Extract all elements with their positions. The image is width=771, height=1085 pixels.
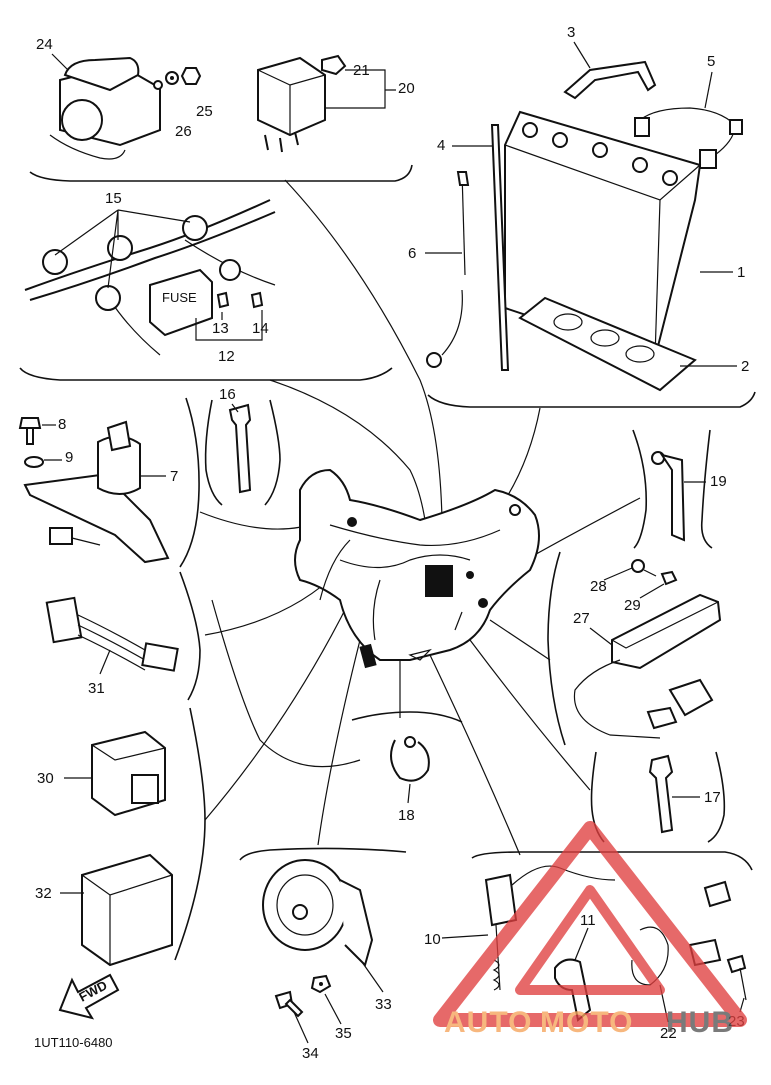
label-24: 24 — [36, 36, 53, 53]
label-7: 7 — [170, 468, 178, 485]
label-17: 17 — [704, 789, 721, 806]
label-32: 32 — [35, 885, 52, 902]
label-2: 2 — [741, 358, 749, 375]
part-cable-tie-16 — [228, 403, 252, 494]
part-ground-cable — [426, 171, 470, 368]
part-relay-32 — [81, 853, 173, 967]
label-33: 33 — [375, 996, 392, 1013]
label-18: 18 — [398, 807, 415, 824]
part-clamp — [390, 736, 430, 782]
forward-arrow: FWD — [58, 973, 120, 1020]
label-6: 6 — [408, 245, 416, 262]
part-washer — [24, 456, 44, 468]
label-3: 3 — [567, 24, 575, 41]
part-breather-pipe — [490, 124, 510, 371]
part-screw-23 — [726, 954, 747, 1001]
drawing-code: 1UT110-6480 — [34, 1035, 113, 1050]
part-fuse-clip — [321, 54, 347, 76]
part-horn-nut — [310, 974, 332, 994]
label-30: 30 — [37, 770, 54, 787]
part-screw-and-nut — [631, 559, 678, 586]
part-battery-band — [563, 60, 657, 100]
label-1: 1 — [737, 264, 745, 281]
label-5: 5 — [707, 53, 715, 70]
label-15: 15 — [105, 190, 122, 207]
part-sub-harness — [45, 596, 179, 672]
watermark-text-middle: MOTO — [540, 1006, 633, 1039]
part-main-switch — [23, 420, 170, 564]
section-brackets — [19, 164, 756, 961]
watermark-text-suffix: HUB — [666, 1006, 734, 1039]
label-31: 31 — [88, 680, 105, 697]
label-28: 28 — [590, 578, 607, 595]
label-25: 25 — [196, 103, 213, 120]
chassis-frame — [294, 468, 540, 669]
part-horn-bolt — [274, 990, 304, 1018]
part-cable-tie-17 — [648, 754, 674, 834]
part-number-labels: 24 25 26 21 20 3 5 4 6 1 2 15 13 14 12 8… — [35, 24, 749, 1062]
label-19: 19 — [710, 473, 727, 490]
label-12: 12 — [218, 348, 235, 365]
label-20: 20 — [398, 80, 415, 97]
label-27: 27 — [573, 610, 590, 627]
part-bolt — [18, 417, 42, 445]
label-13: 13 — [212, 320, 229, 337]
watermark-logo: AUTO MOTO HUB — [433, 821, 747, 1039]
part-ignition-coil — [49, 56, 163, 160]
part-battery-lead — [634, 107, 743, 169]
fuse-box-label: FUSE — [162, 290, 197, 305]
label-16: 16 — [219, 386, 236, 403]
label-34: 34 — [302, 1045, 319, 1062]
part-relay — [257, 56, 326, 153]
label-35: 35 — [335, 1025, 352, 1042]
part-rectifier-regulator — [573, 593, 722, 739]
part-relay-30 — [91, 730, 166, 817]
part-fuses — [216, 291, 264, 309]
label-10: 10 — [424, 931, 441, 948]
label-11: 11 — [580, 912, 596, 929]
label-8: 8 — [58, 416, 66, 433]
label-4: 4 — [437, 137, 445, 154]
part-wire-harness — [24, 199, 276, 356]
part-horn — [262, 859, 374, 967]
label-29: 29 — [624, 597, 641, 614]
label-14: 14 — [252, 320, 269, 337]
part-band-19 — [651, 451, 686, 542]
label-22: 22 — [660, 1025, 677, 1042]
label-26: 26 — [175, 123, 192, 140]
watermark-text-prefix: AUTO — [444, 1006, 532, 1039]
part-nut-and-washer — [165, 67, 202, 85]
label-9: 9 — [65, 449, 73, 466]
part-battery — [504, 110, 702, 360]
part-battery-pad — [518, 296, 697, 392]
part-fuse-box: FUSE — [149, 268, 213, 337]
